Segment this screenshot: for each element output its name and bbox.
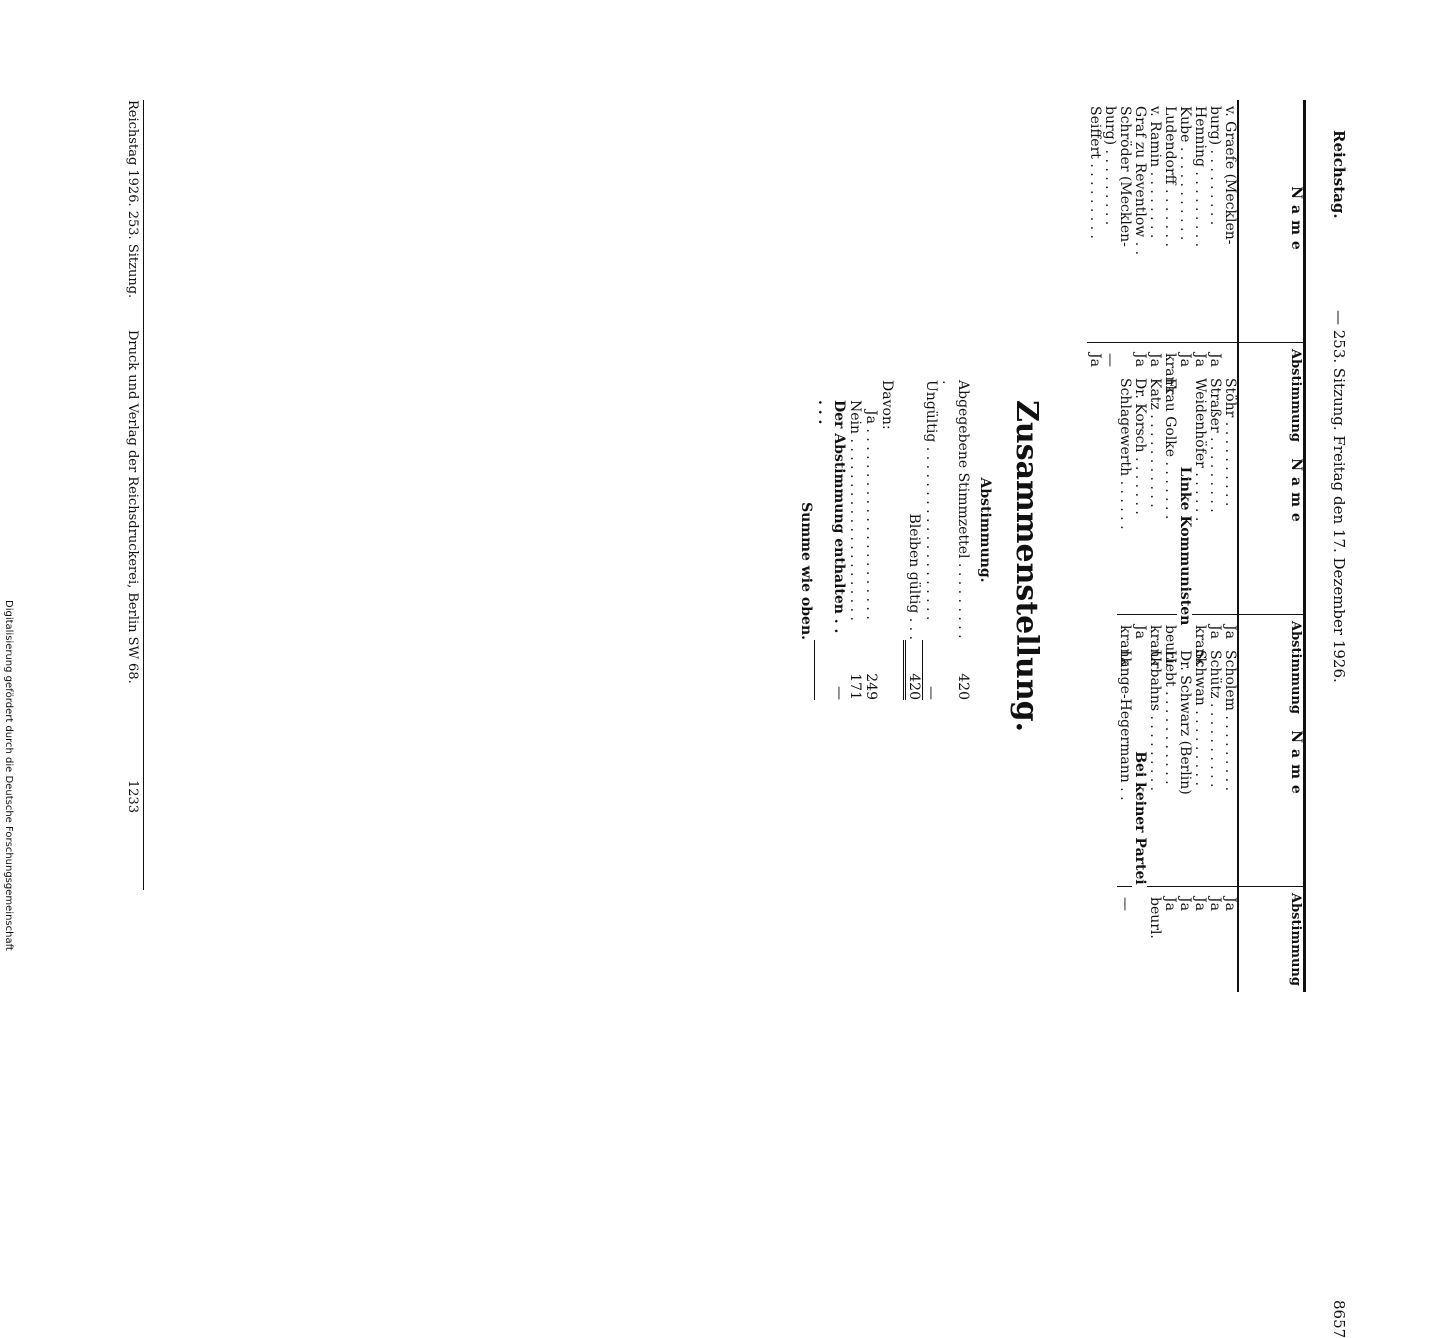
vote-header: Abstimmung [1238,886,1305,992]
member-name: Ludendorff . . . . . . . [1162,106,1178,247]
footer-page-number: 1233 [125,780,140,814]
rotated-page: Reichstag. — 253. Sitzung. Freitag den 1… [3,100,1348,1338]
member-vote: beurl. [1147,886,1163,992]
summary-value: 420 [906,673,922,700]
summary-row: Ungültig . . . . . . . . . . . . . . . .… [923,380,939,780]
summary-value: 249 [863,673,879,700]
member-vote: Ja [1222,886,1238,992]
summary-row: Der Abstimmung enthalten . . . . . — [815,380,847,780]
member-vote: — [1102,342,1118,448]
member-vote: Ja [1192,886,1208,992]
summary-label: Davon: [879,380,895,430]
table-row: Urbahns . . . . . . . . . beurl. [1147,644,1163,992]
vote-table-3: Name Abstimmung Scholem . . . . . . . . … [1117,644,1306,992]
member-name: Schröder (Mecklen- [1117,106,1133,247]
table-row: Dr. Schwarz (Berlin) Ja [1177,644,1193,992]
member-name: v. Ramin . . . . . . . . [1147,106,1163,239]
summary-label: Ja . . . . . . . . . . . . . . . . . . .… [863,410,879,620]
member-name: Schlagewerth . . . . . . [1117,378,1133,530]
member-name: Stöhr . . . . . . . . . . [1222,378,1238,507]
member-name: Schwan . . . . . . . . . [1192,650,1208,786]
summary-label: Der Abstimmung enthalten . . . . . [815,400,847,634]
summary-label: Summe wie oben. [798,502,814,640]
digitization-note: Digitalisierung gefördert durch die Deut… [3,600,14,951]
table-row: Liebt . . . . . . . . . . . Ja [1162,644,1178,992]
member-vote: Ja [1162,886,1178,992]
member-name: Graf zu Reventlow . . [1132,106,1148,256]
member-name: Henning . . . . . . . . . [1192,106,1208,248]
name-header: Name [1238,372,1305,615]
table-row: burg) . . . . . . . . . — [1102,100,1118,448]
summary-value: — [923,686,939,700]
member-name: Frau Golke . . . . . . . [1162,378,1178,520]
member-name: v. Graefe (Mecklen- [1222,106,1238,245]
summary-row: Davon: [879,380,895,780]
summary-row: Abgegebene Stimmzettel . . . . . . . . .… [939,380,971,780]
vote-summary: Zusammenstellung. Abstimmung. Abgegebene… [798,380,1094,780]
page-number: 8657 [1330,1300,1348,1338]
footer-left: Reichstag 1926. 253. Sitzung. [125,100,140,299]
table-row: Schütz . . . . . . . . . . Ja [1207,644,1223,992]
member-name: Lange-Hegermann . . [1117,650,1133,801]
table-row: Lange-Hegermann . . — [1117,644,1133,992]
member-name: Weidenhöfer . . . . . . [1192,378,1208,522]
party-group-heading: Bei keiner Partei [1132,751,1148,885]
member-vote: — [1117,886,1133,992]
member-vote: Ja [1207,886,1223,992]
summary-label: Nein . . . . . . . . . . . . . . . . . .… [847,400,863,621]
summary-label: Ungültig . . . . . . . . . . . . . . . .… [923,380,939,621]
header-center: — 253. Sitzung. Freitag den 17. Dezember… [1330,310,1348,683]
summary-row: Summe wie oben. [798,380,814,780]
footer-rule [143,100,144,890]
member-name: burg) . . . . . . . . . [1102,106,1118,226]
table-row: Scholem . . . . . . . . . Ja [1222,644,1238,992]
summary-subtitle: Abstimmung. [977,477,993,583]
summary-row: Nein . . . . . . . . . . . . . . . . . .… [847,380,863,780]
summary-row: Bleiben gültig . . . 420 [906,380,922,780]
member-name: burg) . . . . . . . . . [1207,106,1223,226]
summary-label: Bleiben gültig . . . [906,513,922,640]
member-name: Scholem . . . . . . . . . [1222,650,1238,792]
member-name: Seiffert . . . . . . . . . [1087,106,1103,240]
summary-title: Zusammenstellung. [1009,400,1044,733]
summary-row: Ja . . . . . . . . . . . . . . . . . . .… [863,380,879,780]
member-name: Liebt . . . . . . . . . . . [1162,650,1178,785]
member-name: Urbahns . . . . . . . . . [1147,650,1163,792]
member-name: Kube . . . . . . . . . . . [1177,106,1193,241]
member-name: Dr. Korsch . . . . . . . [1132,378,1148,515]
member-name: Schütz . . . . . . . . . . [1207,650,1223,788]
name-header: Name [1238,644,1305,887]
footer-center: Druck und Verlag der Reichsdruckerei, Be… [125,330,140,684]
member-vote: Ja [1177,886,1193,992]
member-name: Straßer . . . . . . . . . [1207,378,1223,513]
header-left: Reichstag. [1330,130,1348,219]
member-name: Katz . . . . . . . . . . . [1147,378,1163,508]
summary-label: Abgegebene Stimmzettel . . . . . . . . .… [939,380,971,639]
table-row: Schwan . . . . . . . . . Ja [1192,644,1208,992]
summary-value: 171 [847,673,863,700]
summary-value: — [831,686,847,700]
name-header: Name [1238,100,1305,343]
summary-value: 420 [955,673,971,700]
member-name: Dr. Schwarz (Berlin) [1177,650,1193,795]
